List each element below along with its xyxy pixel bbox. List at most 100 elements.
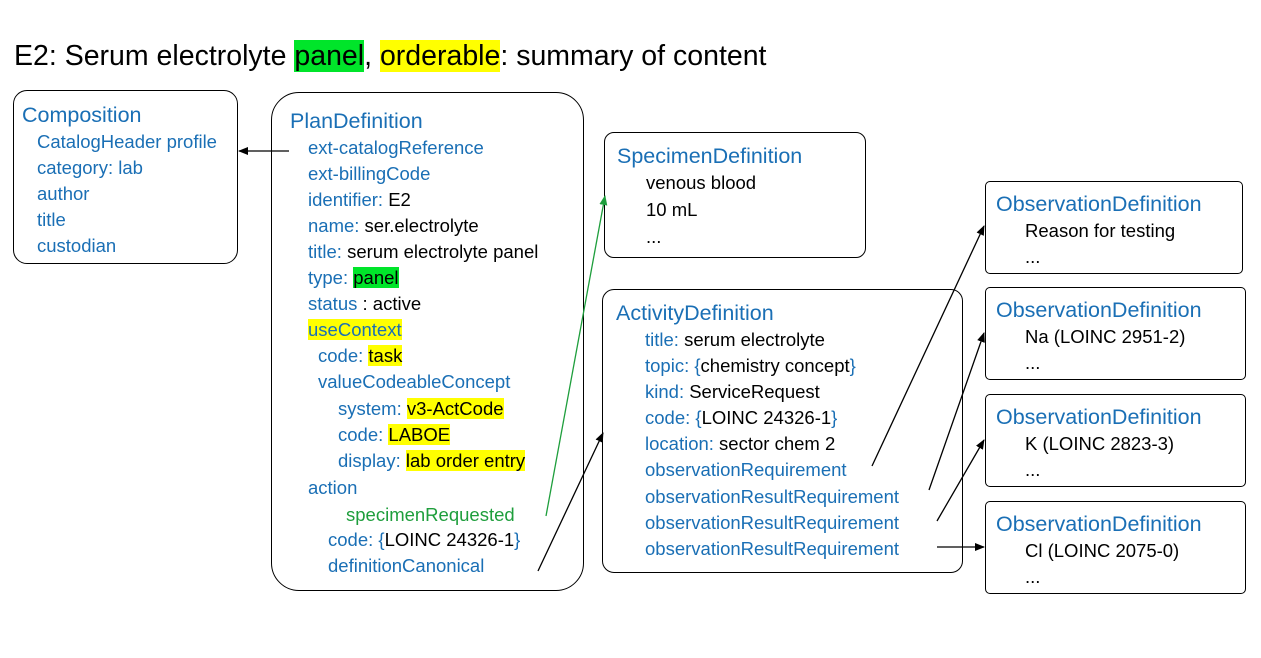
- plan-ext-catalog: ext-catalogReference: [308, 137, 484, 158]
- plan-status-key: status: [308, 293, 358, 314]
- page-title: E2: Serum electrolyte panel, orderable: …: [14, 37, 766, 75]
- title-comma: ,: [364, 40, 380, 72]
- activity-topic: topic: {chemistry concept}: [645, 353, 856, 379]
- plan-specimen-requested: specimenRequested: [346, 504, 515, 525]
- observation-ellipsis-reason: ...: [1025, 246, 1041, 267]
- plan-status-value: : active: [357, 293, 422, 314]
- observation-ellipsis-cl: ...: [1025, 566, 1041, 587]
- plan-display: display: lab order entry: [338, 448, 526, 474]
- activity-location-key: location:: [645, 433, 714, 454]
- plandefinition-box: [271, 92, 584, 591]
- activity-topic-value: chemistry concept: [700, 355, 850, 376]
- plan-type-key: type:: [308, 267, 349, 288]
- plan-system: system: v3-ActCode: [338, 396, 504, 422]
- observation-heading-cl: ObservationDefinition: [996, 512, 1202, 536]
- activity-title-key: title:: [645, 329, 679, 350]
- observation-heading-reason: ObservationDefinition: [996, 192, 1202, 216]
- plan-system-value: v3-ActCode: [406, 398, 504, 419]
- plan-code2-value: LABOE: [388, 424, 451, 445]
- plan-name-key: name:: [308, 215, 360, 236]
- activity-observation-requirement: observationRequirement: [645, 459, 847, 480]
- observationdefinition-box-cl: [985, 501, 1246, 594]
- composition-line-profile: CatalogHeader profile: [37, 131, 217, 152]
- plan-identifier: identifier: E2: [308, 187, 411, 213]
- activity-heading: ActivityDefinition: [616, 301, 774, 325]
- plan-title-key: title:: [308, 241, 342, 262]
- observation-ellipsis-na: ...: [1025, 352, 1041, 373]
- composition-heading: Composition: [22, 103, 142, 127]
- observation-line-k: K (LOINC 2823-3): [1025, 433, 1175, 454]
- plan-usecontext-key: useContext: [308, 319, 402, 340]
- plan-type: type: panel: [308, 265, 399, 291]
- composition-line-author: author: [37, 183, 90, 204]
- activity-code-open: {: [695, 407, 702, 428]
- activity-kind: kind: ServiceRequest: [645, 379, 820, 405]
- observation-line-na: Na (LOINC 2951-2): [1025, 326, 1186, 347]
- specimendefinition-box: [604, 132, 866, 258]
- activity-kind-key: kind:: [645, 381, 685, 402]
- plan-definition-canonical: definitionCanonical: [328, 555, 485, 576]
- activity-location-value: sector chem 2: [713, 433, 836, 454]
- observation-line-cl: Cl (LOINC 2075-0): [1025, 540, 1180, 561]
- activity-code-key: code:: [645, 407, 696, 428]
- observation-heading-na: ObservationDefinition: [996, 298, 1202, 322]
- title-prefix: E2: Serum electrolyte: [14, 40, 295, 72]
- title-orderable-highlight: orderable: [379, 40, 501, 72]
- plan-title: title: serum electrolyte panel: [308, 239, 538, 265]
- plan-title-value: serum electrolyte panel: [341, 241, 539, 262]
- plan-type-value: panel: [353, 267, 399, 288]
- observation-line-reason: Reason for testing: [1025, 220, 1176, 241]
- composition-line-custodian: custodian: [37, 235, 117, 256]
- specimen-heading: SpecimenDefinition: [617, 144, 803, 168]
- composition-box: [13, 90, 238, 264]
- specimen-line-volume: 10 mL: [646, 199, 698, 220]
- activity-topic-key: topic:: [645, 355, 695, 376]
- composition-line-title: title: [37, 209, 66, 230]
- activity-kind-value: ServiceRequest: [684, 381, 820, 402]
- plan-action-code-open: {: [378, 529, 385, 550]
- plan-action-code-close: }: [514, 529, 521, 550]
- activity-code-value: LOINC 24326-1: [701, 407, 832, 428]
- plan-code-key: code:: [318, 345, 364, 366]
- activity-observation-result-requirement-3: observationResultRequirement: [645, 538, 899, 559]
- composition-line-category: category: lab: [37, 157, 143, 178]
- plan-identifier-key: identifier:: [308, 189, 384, 210]
- plan-action-code: code: {LOINC 24326-1}: [328, 527, 520, 553]
- observationdefinition-box-na: [985, 287, 1246, 380]
- plan-usecontext: useContext: [308, 317, 402, 343]
- plan-display-key: display:: [338, 450, 401, 471]
- plan-system-key: system:: [338, 398, 402, 419]
- plan-action: action: [308, 477, 358, 498]
- activity-location: location: sector chem 2: [645, 431, 835, 457]
- plan-identifier-value: E2: [383, 189, 411, 210]
- plan-action-code-value: LOINC 24326-1: [384, 529, 515, 550]
- plandefinition-heading: PlanDefinition: [290, 109, 423, 133]
- plan-code-value: task: [368, 345, 403, 366]
- specimen-line-ellipsis: ...: [646, 226, 662, 247]
- activity-topic-open: {: [694, 355, 701, 376]
- activity-title: title: serum electrolyte: [645, 327, 825, 353]
- observationdefinition-box-reason: [985, 181, 1243, 274]
- activity-title-value: serum electrolyte: [678, 329, 825, 350]
- plan-code2: code: LABOE: [338, 422, 451, 448]
- activity-topic-close: }: [849, 355, 856, 376]
- plan-name-value: ser.electrolyte: [359, 215, 479, 236]
- activity-observation-result-requirement-1: observationResultRequirement: [645, 486, 899, 507]
- plan-name: name: ser.electrolyte: [308, 213, 479, 239]
- activity-code-close: }: [831, 407, 838, 428]
- plan-status: status : active: [308, 291, 421, 317]
- plan-vcc: valueCodeableConcept: [318, 371, 511, 392]
- plan-usecontext-code: code: task: [318, 343, 403, 369]
- observation-heading-k: ObservationDefinition: [996, 405, 1202, 429]
- plan-action-code-key: code:: [328, 529, 379, 550]
- plan-code2-key: code:: [338, 424, 384, 445]
- observation-ellipsis-k: ...: [1025, 459, 1041, 480]
- activity-code: code: {LOINC 24326-1}: [645, 405, 837, 431]
- specimen-line-blood: venous blood: [646, 172, 757, 193]
- title-suffix: : summary of content: [500, 40, 767, 72]
- title-panel-highlight: panel: [294, 40, 365, 72]
- observationdefinition-box-k: [985, 394, 1246, 487]
- activity-observation-result-requirement-2: observationResultRequirement: [645, 512, 899, 533]
- plan-ext-billing: ext-billingCode: [308, 163, 431, 184]
- plan-display-value: lab order entry: [405, 450, 526, 471]
